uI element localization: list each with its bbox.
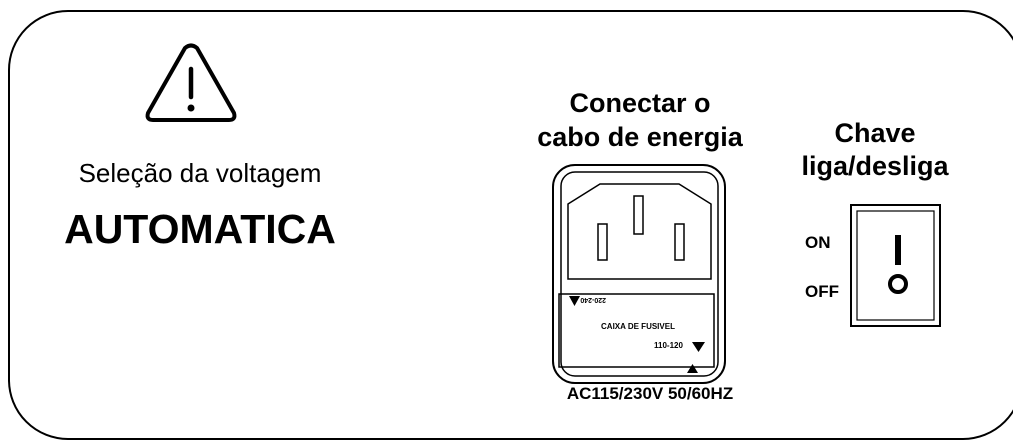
switch-title-line1: Chave [834, 118, 916, 148]
switch-title: Chave liga/desliga [775, 117, 975, 183]
switch-title-line2: liga/desliga [801, 151, 949, 181]
switch-on-label: ON [805, 233, 831, 252]
fuse-box-label: CAIXA DE FUSIVEL [601, 322, 675, 331]
switch-off-label: OFF [805, 282, 839, 301]
fuse-bottom-voltage-label: 110-120 [654, 341, 683, 350]
fuse-top-arrow-icon [569, 296, 580, 306]
power-rating-label: AC115/230V 50/60HZ [566, 384, 734, 403]
voltage-mode-label: AUTOMATICA [64, 206, 336, 252]
fuse-box [558, 293, 715, 368]
switch-off-symbol-icon [888, 274, 908, 294]
voltage-selection-label: Seleção da voltagem [78, 158, 322, 188]
power-switch [850, 204, 941, 327]
fuse-bottom-arrow-icon [692, 342, 705, 352]
fuse-top-voltage-label: 220-240 [580, 296, 606, 303]
inlet-marker-arrow-icon [687, 364, 698, 373]
power-cable-title: Conectar o cabo de energia [500, 86, 780, 154]
warning-triangle-icon [145, 43, 237, 122]
pin-right [674, 223, 685, 261]
power-cable-title-line1: Conectar o [569, 88, 711, 118]
power-cable-title-line2: cabo de energia [537, 122, 743, 152]
pin-ground [633, 195, 644, 235]
pin-left [597, 223, 608, 261]
power-inlet-socket: 220-240 CAIXA DE FUSIVEL 110-120 [552, 164, 726, 384]
